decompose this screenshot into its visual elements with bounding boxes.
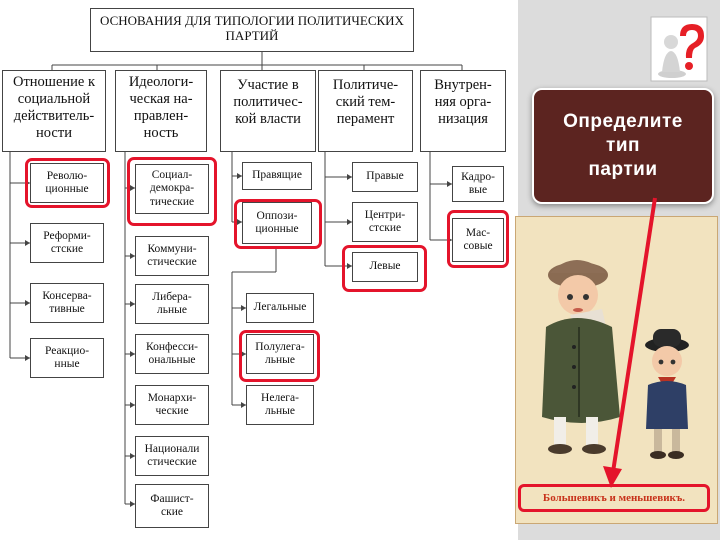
node-left: Левые — [352, 252, 418, 282]
node-mass: Мас- совые — [452, 218, 504, 262]
node-reformist: Реформи- стские — [30, 223, 104, 263]
node-centrist: Центри- стские — [352, 202, 418, 242]
category-temperament: Политиче- ский тем- перамент — [318, 70, 413, 152]
node-semi-legal: Полулега- льные — [246, 334, 314, 374]
highlight-semi-legal — [239, 330, 320, 382]
node-nationalist: Национали стические — [135, 436, 209, 476]
node-social-democratic: Социал- демокра- тические — [135, 164, 209, 214]
node-opposition: Оппози- ционные — [242, 202, 312, 244]
node-conservative: Консерва- тивные — [30, 283, 104, 323]
node-cadre: Кадро- вые — [452, 166, 504, 202]
node-monarchist: Монархи- ческие — [135, 385, 209, 425]
node-legal: Легальные — [246, 293, 314, 323]
diagram-title: ОСНОВАНИЯ ДЛЯ ТИПОЛОГИИ ПОЛИТИЧЕСКИХ ПАР… — [90, 8, 414, 52]
highlight-mass — [447, 210, 509, 268]
question-mark-icon — [650, 16, 708, 82]
node-fascist: Фашист- ские — [135, 484, 209, 528]
category-internal-organization: Внутрен- няя орга- низация — [420, 70, 506, 152]
highlight-left — [342, 245, 427, 292]
category-power-participation: Участие в политичес- кой власти — [220, 70, 316, 152]
node-revolutionary: Револю- ционные — [30, 163, 104, 203]
postcard-caption: Большевикъ и меньшевикъ. — [518, 484, 710, 512]
node-right: Правые — [352, 162, 418, 192]
highlight-revolutionary — [25, 158, 110, 208]
node-illegal: Нелега- льные — [246, 385, 314, 425]
bolshevik-menshevik-illustration — [516, 217, 717, 523]
node-liberal: Либера- льные — [135, 284, 209, 324]
node-confessional: Конфесси- ональные — [135, 334, 209, 374]
highlight-opposition — [234, 199, 322, 249]
node-ruling: Правящие — [242, 162, 312, 190]
question-label: Определите тип партии — [532, 88, 714, 204]
postcard-image — [515, 216, 718, 524]
highlight-social-democratic — [127, 157, 217, 226]
category-ideology: Идеологи- ческая на- правлен- ность — [115, 70, 207, 152]
node-reactionary: Реакцио- нные — [30, 338, 104, 378]
category-social-attitude: Отношение к социальной действитель- ност… — [2, 70, 106, 152]
node-communist: Коммуни- стические — [135, 236, 209, 276]
